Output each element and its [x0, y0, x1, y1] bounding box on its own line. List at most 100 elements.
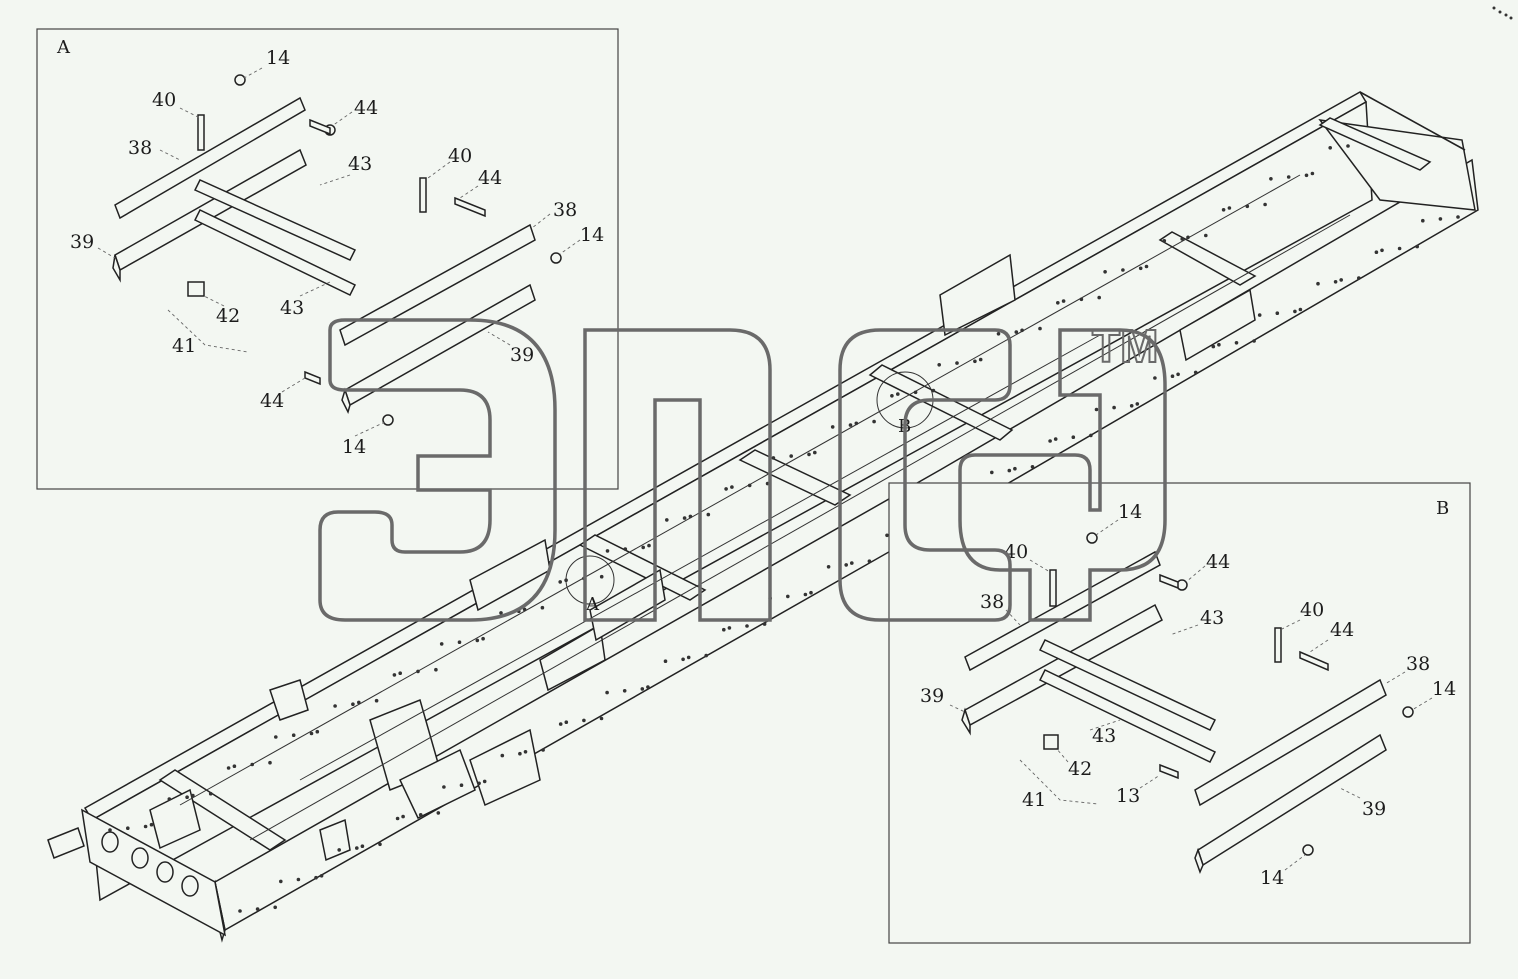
frame-hole — [813, 450, 817, 455]
frame-hole — [398, 671, 403, 675]
frame-hole — [931, 388, 936, 393]
frame-hole — [605, 690, 609, 695]
frame-hole — [360, 844, 365, 848]
frame-hole — [1135, 402, 1140, 406]
frame-hole — [1397, 246, 1402, 251]
callout-a-38-right: 38 — [553, 199, 577, 221]
frame-hole — [1153, 376, 1157, 380]
frame-hole — [890, 394, 894, 398]
frame-hole — [1316, 281, 1320, 286]
frame-hole — [1180, 237, 1184, 241]
chassis-frame-drawing — [47, 90, 1479, 943]
frame-hole — [599, 574, 604, 579]
frame-hole — [208, 791, 213, 796]
frame-hole — [296, 877, 301, 882]
frame-hole — [1286, 175, 1291, 179]
frame-hole — [996, 332, 1001, 336]
frame-hole — [1204, 233, 1208, 238]
frame-hole — [803, 592, 808, 597]
frame-hole — [686, 655, 691, 660]
frame-hole — [1094, 407, 1099, 412]
frame-hole — [646, 685, 650, 689]
frame-hole — [315, 729, 320, 734]
callout-a-43-top: 43 — [348, 153, 372, 175]
frame-hole — [872, 419, 876, 424]
frame-hole — [1038, 326, 1042, 331]
callout-b-14-bottom: 14 — [1260, 867, 1284, 889]
frame-hole — [647, 543, 651, 548]
frame-marker-a: A — [585, 594, 600, 615]
callout-a-14-top: 14 — [266, 47, 290, 69]
callout-b-43-bottom: 43 — [1092, 725, 1116, 747]
frame-hole — [1357, 276, 1361, 280]
frame-hole — [1030, 465, 1035, 469]
frame-hole — [392, 673, 397, 677]
frame-hole — [1129, 404, 1134, 408]
frame-hole — [1339, 278, 1343, 282]
frame-hole — [850, 561, 854, 565]
frame-hole — [681, 657, 685, 662]
frame-hole — [745, 624, 749, 628]
callout-b-13: 13 — [1116, 785, 1140, 807]
frame-hole — [830, 425, 835, 429]
frame-hole — [722, 627, 726, 632]
frame-hole — [1257, 313, 1262, 317]
frame-hole — [1380, 248, 1384, 253]
frame-hole — [457, 640, 462, 644]
callout-a-39-right: 39 — [510, 344, 534, 366]
callout-b-39-right: 39 — [1362, 798, 1386, 820]
frame-hole — [706, 512, 711, 517]
frame-hole — [291, 733, 296, 737]
frame-hole — [885, 533, 889, 538]
frame-hole — [1053, 437, 1058, 441]
frame-hole — [1014, 330, 1019, 334]
frame-hole — [540, 605, 545, 610]
frame-hole — [1089, 433, 1093, 438]
frame-hole — [896, 392, 900, 396]
frame-hole — [867, 559, 872, 563]
callout-a-42: 42 — [216, 305, 240, 327]
corner-marks — [1492, 6, 1513, 20]
frame-hole — [232, 764, 237, 768]
callout-a-41: 41 — [172, 335, 196, 357]
frame-hole — [309, 731, 314, 736]
frame-hole — [337, 848, 342, 852]
frame-hole — [401, 814, 405, 819]
callout-b-43-top: 43 — [1200, 607, 1224, 629]
frame-hole — [500, 753, 505, 758]
frame-hole — [730, 485, 734, 489]
frame-hole — [789, 454, 793, 458]
frame-hole — [436, 811, 441, 815]
frame-hole — [582, 718, 586, 723]
frame-hole — [1071, 435, 1076, 440]
watermark-logo: TM — [318, 318, 1167, 622]
frame-hole — [558, 722, 563, 726]
frame-hole — [143, 824, 148, 829]
frame-hole — [955, 361, 959, 365]
callout-a-44-right: 44 — [478, 167, 502, 189]
callout-b-38-right: 38 — [1406, 653, 1430, 675]
frame-hole — [663, 659, 668, 663]
frame-hole — [826, 565, 831, 569]
callout-b-38-left: 38 — [980, 591, 1004, 613]
frame-hole — [418, 813, 423, 817]
frame-hole — [1048, 439, 1052, 443]
frame-hole — [1193, 370, 1198, 375]
frame-hole — [1328, 146, 1332, 150]
callout-b-40-right: 40 — [1300, 599, 1324, 621]
frame-hole — [1269, 177, 1273, 181]
frame-hole — [771, 456, 776, 460]
frame-hole — [665, 518, 669, 522]
frame-hole — [1138, 266, 1143, 271]
frame-hole — [482, 779, 487, 784]
frame-hole — [1221, 208, 1226, 212]
callout-a-43-bottom: 43 — [280, 297, 304, 319]
frame-hole — [1170, 374, 1175, 379]
frame-hole — [523, 750, 528, 754]
frame-hole — [226, 766, 231, 770]
frame-hole — [273, 905, 278, 910]
frame-hole — [268, 760, 272, 765]
frame-hole — [351, 702, 355, 706]
detail-b-panel: B 14 40 44 — [888, 482, 1471, 944]
